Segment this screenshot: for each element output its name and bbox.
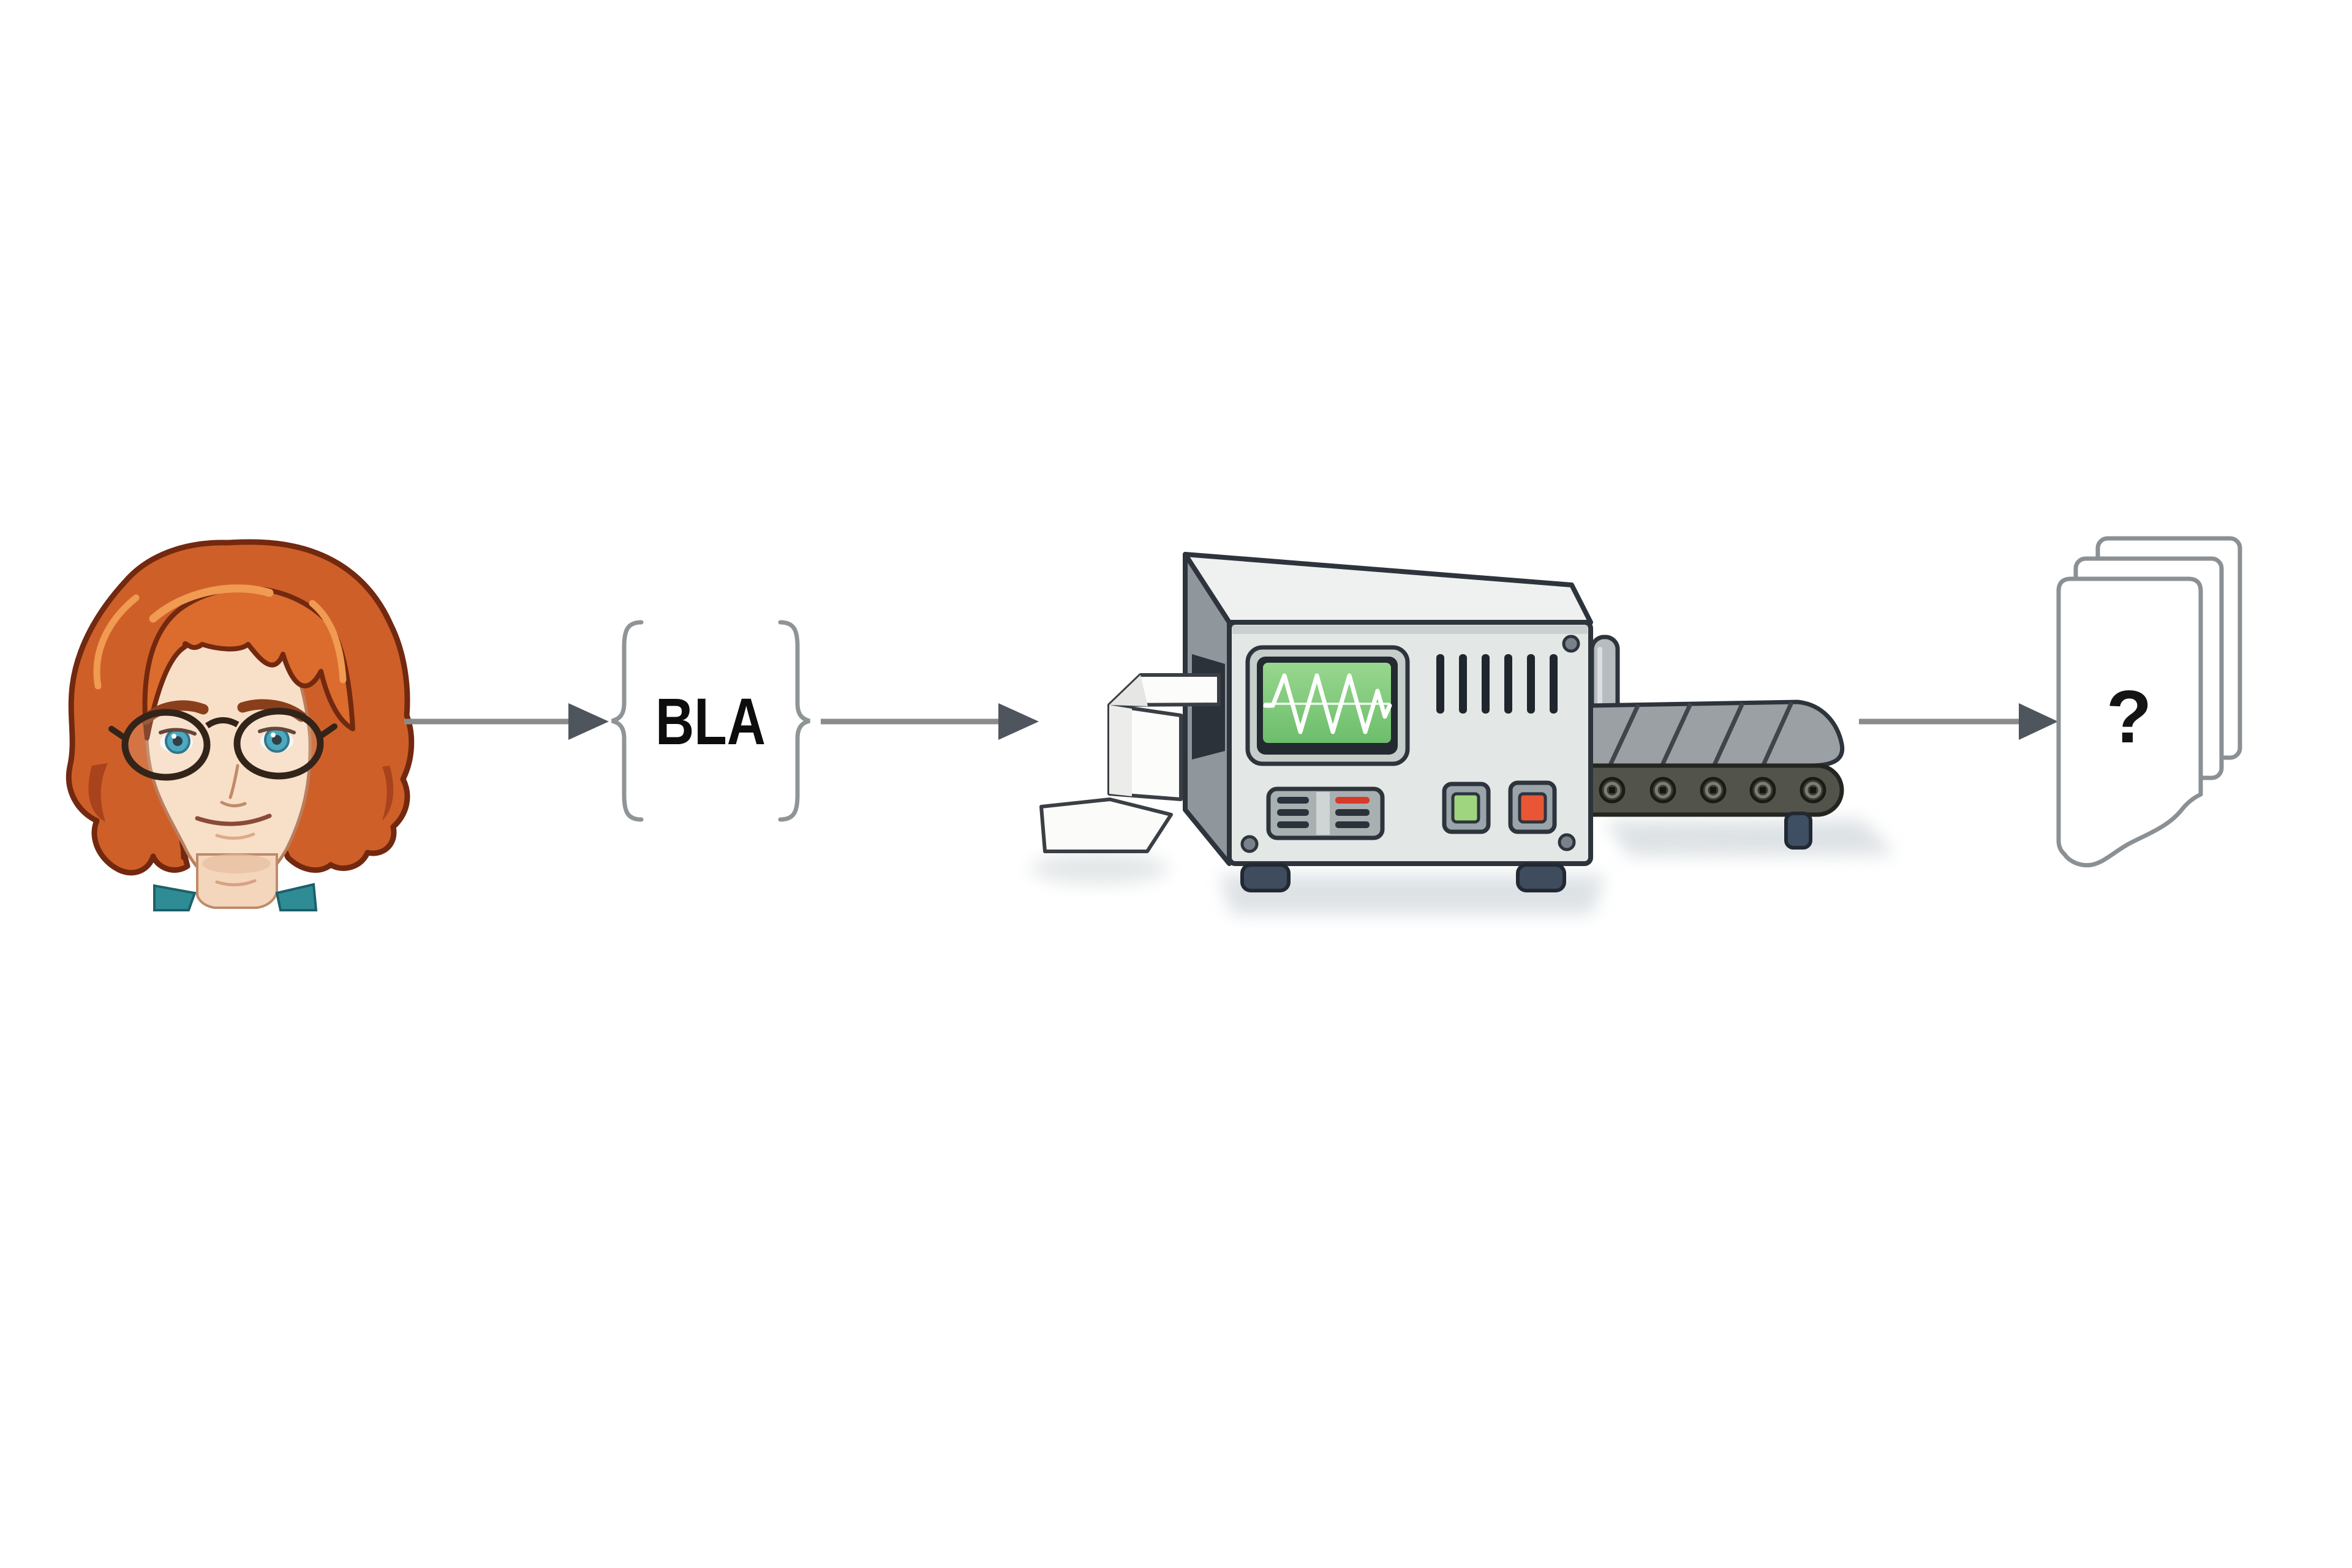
conveyor-belt-icon: [1588, 699, 1845, 850]
document-stack-icon: ?: [2056, 536, 2242, 868]
machine-foot-right: [1516, 863, 1566, 892]
front-top-shade: [1232, 625, 1588, 634]
avatar-collar-left: [153, 884, 197, 911]
conveyor-shadow: [1605, 820, 1896, 856]
right-brace: [778, 620, 810, 822]
avatar-mouth: [195, 813, 272, 887]
arrow-head-icon: [568, 703, 609, 740]
arrow-machine-to-output: [1859, 703, 2058, 740]
grille-panel: [1266, 786, 1385, 840]
screw-icons: [1240, 635, 1580, 853]
grille-red-indicator: [1335, 797, 1370, 804]
page-front: [2056, 576, 2203, 868]
output-question-label: ?: [2106, 675, 2152, 758]
vent-slits-icon: [1436, 654, 1558, 714]
arrow-head-icon: [998, 703, 1039, 740]
prompt-node: BLA: [611, 620, 810, 822]
red-button[interactable]: [1508, 780, 1557, 834]
machine-shadow: [1219, 875, 1605, 914]
tape-ground-strip: [1039, 797, 1173, 853]
waveform-icon: [1263, 673, 1392, 734]
avatar-hair-highlight-3: [309, 600, 347, 684]
machine-screen: [1245, 645, 1410, 766]
arrow-person-to-prompt: [404, 703, 609, 740]
conveyor-segment-lines: [1607, 701, 1794, 767]
arrow-prompt-to-machine: [821, 703, 1039, 740]
arrow-head-icon: [2019, 703, 2058, 740]
avatar-hair-shadow-right: [382, 766, 394, 821]
paper-tape-icon: [1039, 673, 1221, 853]
avatar-hair-shadow-left: [88, 763, 108, 822]
avatar-hair-highlight-2: [93, 594, 140, 690]
tape-shadow: [1031, 853, 1168, 884]
glasses-icon: [108, 707, 337, 781]
left-brace: [611, 620, 644, 822]
tape-slot: [1192, 654, 1225, 760]
tape-fold-shade: [1109, 675, 1148, 706]
machine-foot-left: [1240, 863, 1291, 892]
machine-top-panel: [1183, 552, 1593, 625]
avatar-eyes: [159, 726, 296, 754]
prompt-label: BLA: [655, 684, 766, 758]
tape-vertical-shade: [1109, 705, 1132, 796]
avatar-hair-highlight-1: [149, 584, 274, 623]
processing-machine-icon: [1031, 552, 1896, 914]
avatar-chin-shadow: [202, 854, 271, 873]
green-button[interactable]: [1442, 782, 1491, 834]
person-avatar-icon: [66, 539, 415, 911]
avatar-collar-right: [275, 883, 318, 911]
conveyor-rollers: [1599, 777, 1826, 804]
avatar-nose: [220, 764, 247, 807]
conveyor-leg: [1784, 812, 1812, 850]
